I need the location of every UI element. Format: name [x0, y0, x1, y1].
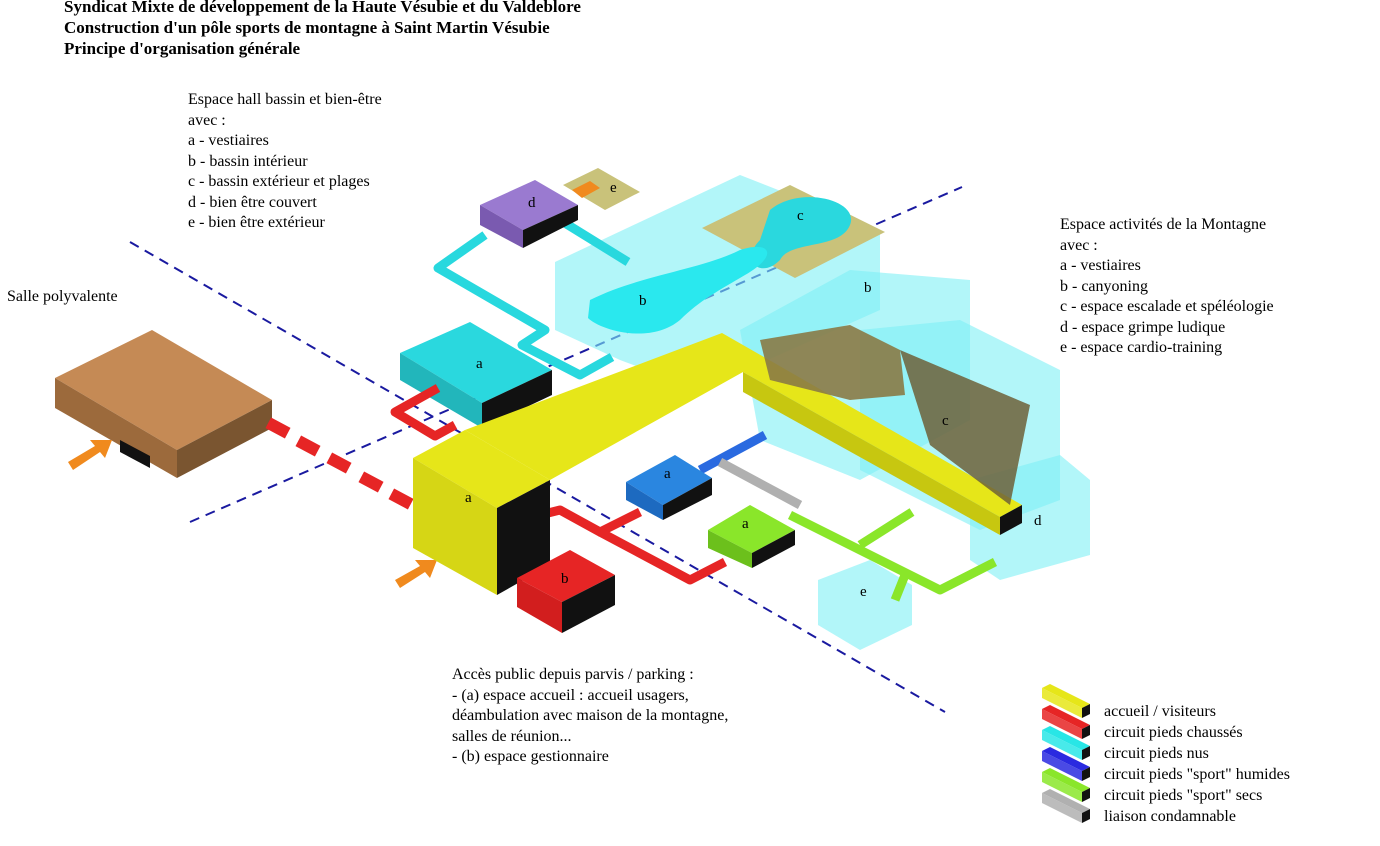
label-gestionnaire-b: b	[561, 571, 569, 587]
label-hall-e: e	[610, 180, 617, 196]
hall-heading: Espace hall bassin et bien-être	[188, 91, 382, 108]
montagne-description: Espace activités de la Montagne avec : a…	[1060, 215, 1274, 359]
label-escalade-c: c	[942, 413, 949, 429]
hall-item: b - bassin intérieur	[188, 152, 308, 170]
legend-item: circuit pieds nus	[1104, 745, 1209, 762]
montagne-vestiaires-block	[626, 455, 712, 520]
legend-swatches	[1042, 684, 1090, 823]
montagne-item: c - espace escalade et spéléologie	[1060, 298, 1274, 315]
salle-polyvalente-box	[55, 330, 272, 478]
vestiaires-hall-block	[400, 322, 552, 428]
entrance-arrow-icon	[395, 560, 437, 588]
blue-circuit	[697, 431, 768, 474]
grey-link	[717, 458, 803, 509]
acces-description: Accès public depuis parvis / parking : -…	[452, 665, 728, 768]
acces-line: Accès public depuis parvis / parking :	[452, 666, 694, 683]
green-circuit	[787, 508, 998, 602]
montagne-item: d - espace grimpe ludique	[1060, 318, 1226, 336]
legend-swatch-side	[1042, 709, 1082, 739]
label-hall-a: a	[476, 356, 483, 372]
legend-swatch-shadow	[1082, 788, 1090, 802]
entrance-arrow-icon	[68, 440, 112, 470]
legend-swatch-shadow	[1082, 725, 1090, 739]
hall-avec: avec :	[188, 111, 226, 129]
montagne-item: b - canyoning	[1060, 277, 1148, 295]
legend-swatch-side	[1042, 772, 1082, 802]
legend-swatch	[1042, 726, 1090, 750]
diagram-title: Syndicat Mixte de développement de la Ha…	[64, 0, 581, 59]
cyan-circuit	[433, 216, 631, 380]
label-hall-b: b	[639, 293, 647, 309]
red-connection-blocks	[265, 417, 414, 510]
bassin-interieur-pool	[588, 246, 768, 334]
montagne-item: a - vestiaires	[1060, 257, 1141, 274]
legend-item: accueil / visiteurs	[1104, 703, 1216, 720]
legend-swatch-shadow	[1082, 746, 1090, 760]
legend-item: circuit pieds chaussés	[1104, 724, 1243, 741]
acces-line: salles de réunion...	[452, 727, 572, 745]
legend-swatch-shadow	[1082, 704, 1090, 718]
hall-item: d - bien être couvert	[188, 193, 317, 211]
salle-polyvalente-label: Salle polyvalente	[7, 288, 118, 305]
label-montagne-a2: a	[742, 516, 749, 532]
legend-swatch-shadow	[1082, 767, 1090, 781]
label-cardio-e: e	[860, 584, 867, 600]
orange-cube	[572, 181, 600, 198]
legend-swatch	[1042, 768, 1090, 792]
legend-swatch	[1042, 789, 1090, 813]
acces-line: - (a) espace accueil : accueil usagers,	[452, 686, 689, 704]
legend-swatch-side	[1042, 730, 1082, 760]
label-hall-d: d	[528, 195, 536, 211]
escalade-rock	[760, 325, 1030, 505]
acces-line: déambulation avec maison de la montagne,	[452, 707, 729, 724]
dashed-boundary-line	[129, 241, 946, 713]
legend-swatch-shadow	[1082, 809, 1090, 823]
volume-cardio	[818, 560, 912, 650]
legend-swatch	[1042, 705, 1090, 729]
label-grimpe-d: d	[1034, 513, 1042, 529]
label-accueil-a: a	[465, 490, 472, 506]
legend-swatch-side	[1042, 793, 1082, 823]
montagne-avec: avec :	[1060, 236, 1098, 254]
legend-item: circuit pieds "sport" secs	[1104, 787, 1263, 804]
legend-swatch-side	[1042, 751, 1082, 781]
accueil-yellow-volume	[413, 333, 1022, 595]
hall-item: e - bien être extérieur	[188, 214, 325, 231]
hall-item: c - bassin extérieur et plages	[188, 173, 370, 190]
legend-swatch	[1042, 747, 1090, 771]
bien-etre-couvert-block	[480, 180, 578, 248]
legend-item: liaison condamnable	[1104, 808, 1236, 825]
legend-swatch-side	[1042, 688, 1082, 718]
bassin-exterieur-pool	[751, 197, 852, 269]
montagne-sport-block	[708, 505, 795, 568]
bien-etre-exterieur-plate	[563, 168, 640, 210]
legend-swatch	[1042, 684, 1090, 708]
label-montagne-a: a	[664, 466, 671, 482]
legend-item: circuit pieds "sport" humides	[1104, 766, 1290, 783]
hall-item: a - vestiaires	[188, 132, 269, 149]
label-hall-c: c	[797, 208, 804, 224]
montagne-item: e - espace cardio-training	[1060, 339, 1223, 356]
hall-description: Espace hall bassin et bien-être avec : a…	[188, 90, 382, 234]
montagne-heading: Espace activités de la Montagne	[1060, 216, 1267, 233]
title-line: Construction d'un pôle sports de montagn…	[64, 18, 550, 37]
title-line: Principe d'organisation générale	[64, 39, 301, 58]
label-canyoning-b: b	[864, 280, 872, 296]
gestionnaire-block	[517, 550, 615, 633]
title-line: Syndicat Mixte de développement de la Ha…	[64, 0, 581, 16]
acces-line: - (b) espace gestionnaire	[452, 748, 609, 765]
